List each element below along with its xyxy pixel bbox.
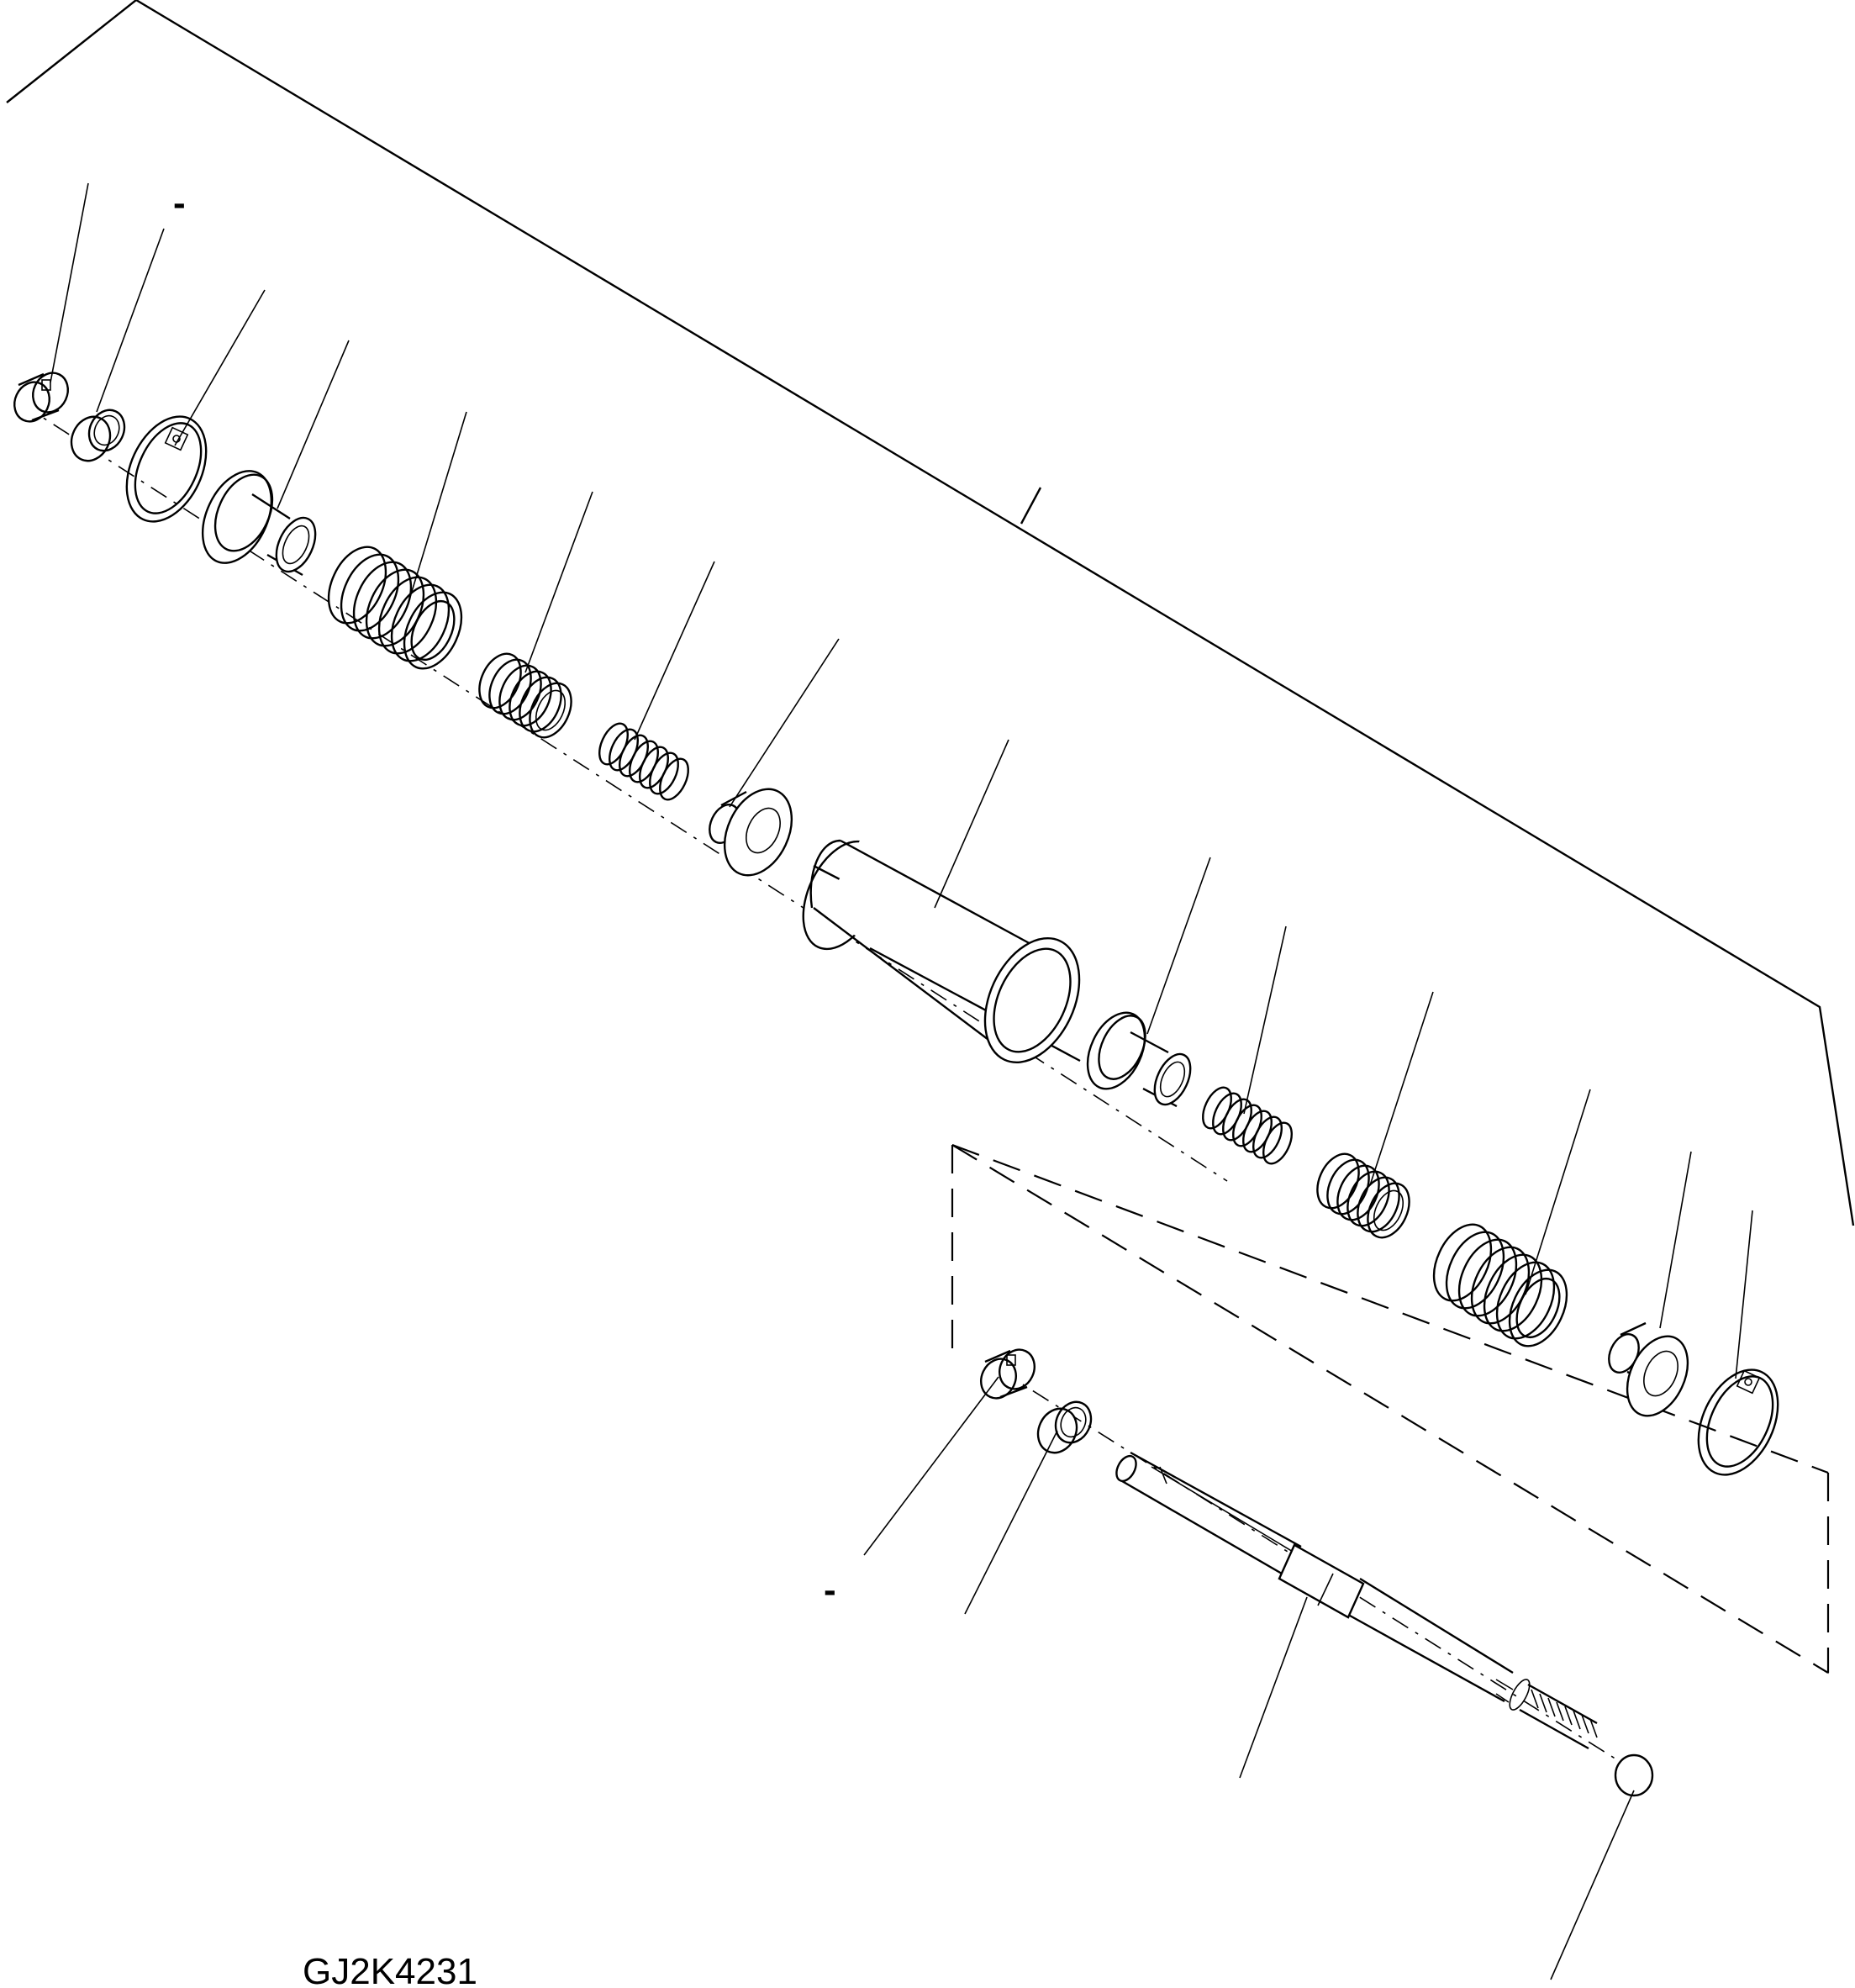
retainer-upper xyxy=(709,788,793,877)
leader-lines xyxy=(50,182,1753,1980)
split-bushing-upper xyxy=(13,372,69,423)
dash-label-upper: - xyxy=(173,182,186,224)
cylinder-sleeve xyxy=(802,835,1081,1063)
assembly-bracket xyxy=(6,0,1855,1226)
bushing-lower xyxy=(1036,1400,1093,1454)
retainer-lower xyxy=(1608,1321,1689,1417)
bushing-upper xyxy=(70,409,126,462)
spring-seat-lower xyxy=(1086,1011,1192,1108)
snap-ring-lower xyxy=(1697,1368,1779,1476)
assembly-axis xyxy=(20,403,1640,1774)
dash-label-lower: - xyxy=(824,1569,836,1611)
spring-seat-upper xyxy=(201,470,317,577)
shaft-thread xyxy=(1519,1683,1598,1750)
drawing-code: GJ2K4231 xyxy=(303,1951,477,1988)
outer-spring-lower xyxy=(1432,1223,1568,1347)
ball xyxy=(1614,1753,1654,1797)
outer-spring-upper xyxy=(327,546,463,670)
shaft xyxy=(1115,1451,1598,1750)
subassembly-boundary xyxy=(951,1143,1830,1674)
middle-spring-lower xyxy=(1316,1152,1410,1239)
inner-spring-upper xyxy=(598,722,689,801)
middle-spring-upper xyxy=(478,652,572,739)
